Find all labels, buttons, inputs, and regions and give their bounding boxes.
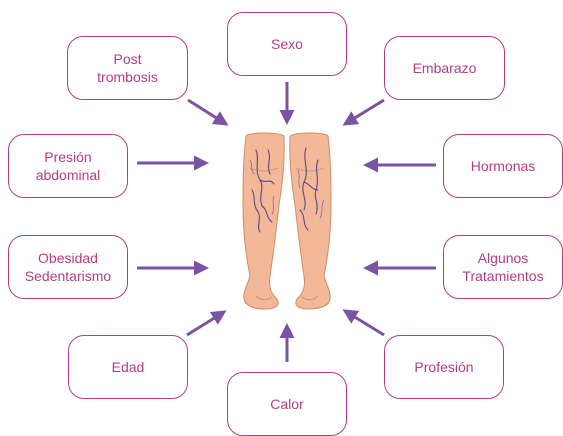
factor-embarazo: Embarazo — [384, 36, 505, 100]
arrow-post-trombosis — [188, 100, 226, 124]
factor-calor: Calor — [227, 372, 347, 436]
legs-illustration — [243, 133, 331, 309]
right-leg — [290, 133, 331, 309]
arrow-profesion — [345, 311, 384, 335]
arrow-edad — [187, 312, 224, 335]
factor-profesion: Profesión — [384, 335, 504, 399]
factor-sexo: Sexo — [227, 12, 347, 76]
arrow-embarazo — [345, 100, 384, 124]
left-leg — [243, 133, 284, 309]
factor-post-trombosis: Post trombosis — [67, 36, 188, 100]
factor-presion-abdominal: Presión abdominal — [8, 134, 128, 198]
factor-edad: Edad — [68, 335, 188, 399]
factor-algunos-tratamientos: Algunos Tratamientos — [443, 235, 563, 299]
factor-obesidad-sedentarismo: Obesidad Sedentarismo — [8, 235, 128, 299]
factor-hormonas: Hormonas — [443, 134, 563, 198]
